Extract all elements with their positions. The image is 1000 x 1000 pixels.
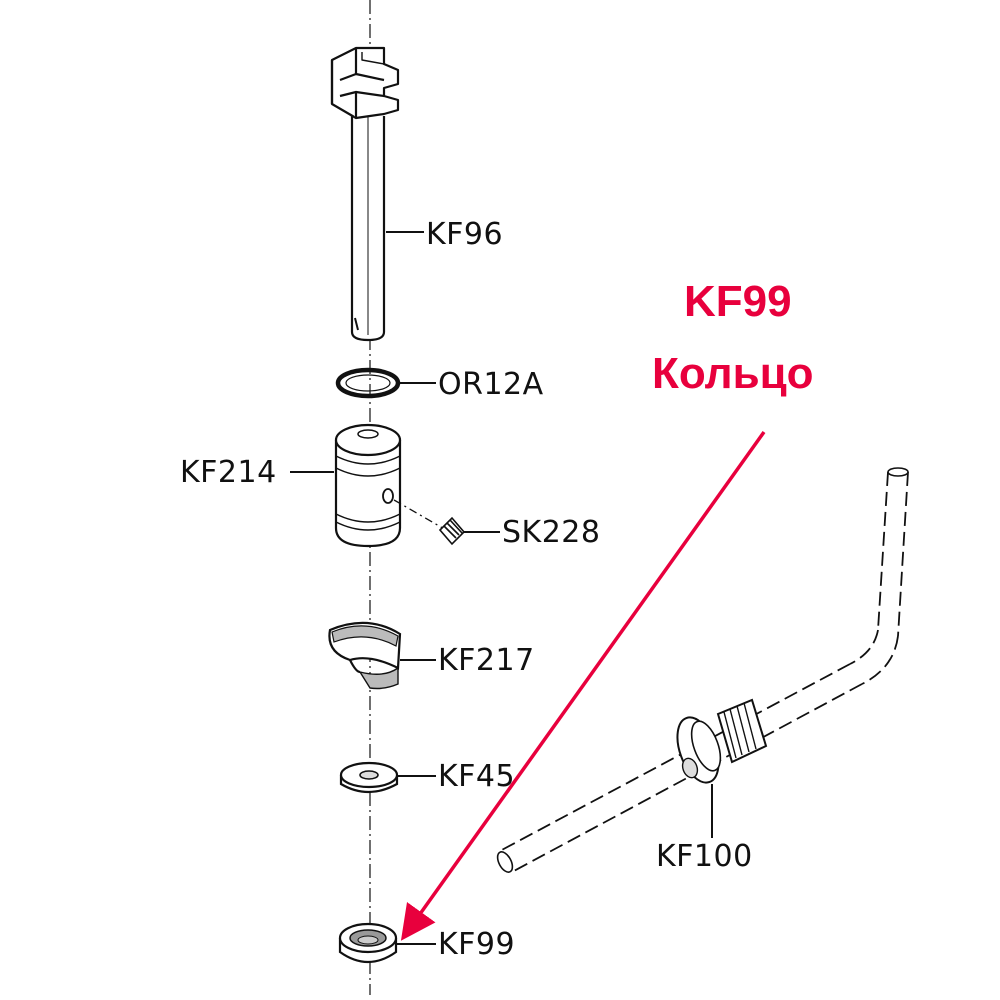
part-kf100-fitting: [676, 698, 768, 784]
label-kf45: KF45: [438, 759, 516, 794]
label-kf100: KF100: [656, 839, 753, 874]
part-kf99-ring: [338, 922, 398, 963]
callout-part-name: Кольцо: [652, 349, 814, 398]
screw-axis-line: [393, 499, 447, 531]
label-kf99: KF99: [438, 927, 516, 962]
part-kf214-cylinder: [334, 423, 402, 548]
callout-arrow: [400, 430, 766, 941]
callout-part-number: KF99: [684, 277, 792, 326]
label-or12a: OR12A: [438, 367, 544, 402]
part-kf96-shaft: [330, 46, 400, 342]
part-kf45-washer: [339, 761, 399, 794]
part-sk228-setscrew: [438, 516, 466, 546]
part-kf217-halfring: [328, 621, 402, 690]
label-kf96: KF96: [426, 217, 504, 252]
part-kf100-tube: [496, 467, 909, 873]
label-kf214: KF214: [180, 455, 277, 490]
label-sk228: SK228: [502, 515, 601, 550]
part-or12a-oring: [335, 367, 401, 399]
label-kf217: KF217: [438, 643, 535, 678]
